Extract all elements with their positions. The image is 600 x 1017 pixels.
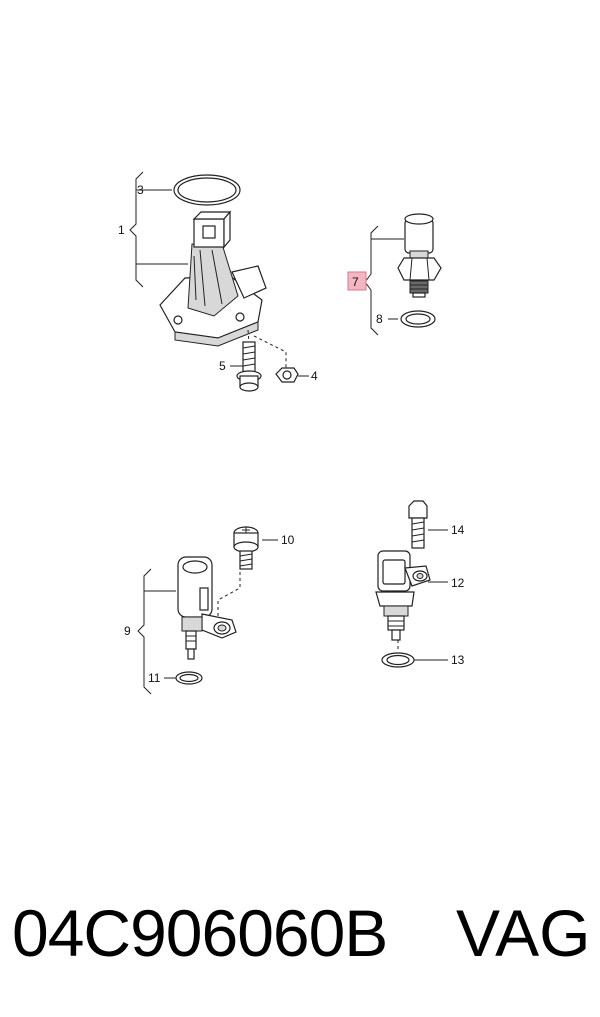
callout-5: 5 — [219, 359, 226, 373]
callout-4: 4 — [311, 369, 318, 383]
callout-8: 8 — [376, 312, 383, 326]
callout-14: 14 — [451, 523, 465, 537]
callout-1: 1 — [118, 223, 125, 237]
oil-pressure-switch-assembly: 7 8 — [347, 213, 442, 336]
bracket-1 — [129, 171, 144, 288]
oil-level-sensor-assembly: 1 3 5 4 — [118, 171, 318, 392]
callout-10: 10 — [281, 533, 295, 547]
callout-12: 12 — [451, 576, 465, 590]
callout-11: 11 — [148, 671, 161, 685]
part-number: 04C906060B — [12, 896, 388, 970]
callout-9: 9 — [124, 624, 131, 638]
brand-name: VAG — [456, 896, 591, 970]
callout-7[interactable]: 7 — [352, 275, 359, 289]
sensor-12-assembly: 14 12 13 — [375, 500, 465, 668]
pressure-switch-hex — [397, 257, 442, 281]
footer: 04C906060B VAG — [0, 888, 600, 978]
callout-13: 13 — [451, 653, 465, 667]
sensor-9-assembly: 10 9 11 — [124, 526, 295, 695]
bracket-9 — [137, 568, 152, 695]
callout-3: 3 — [137, 183, 144, 197]
callout-7-highlight — [347, 271, 367, 291]
bolt-14 — [408, 500, 428, 519]
